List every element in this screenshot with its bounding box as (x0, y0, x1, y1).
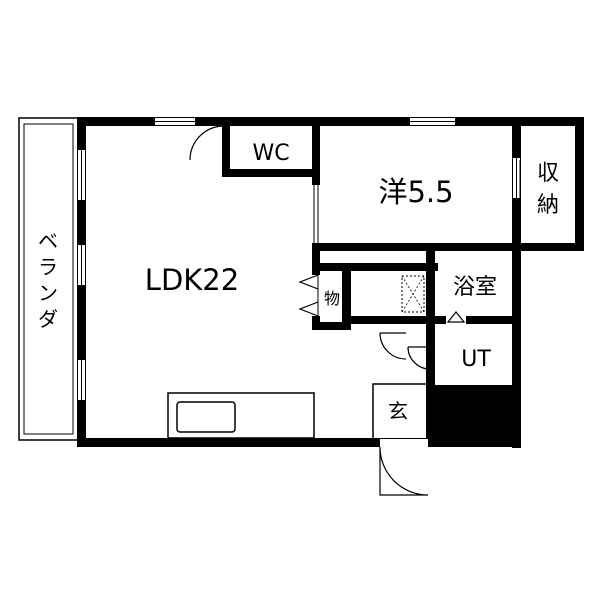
utility-label: UT (461, 347, 491, 372)
wc-door[interactable] (189, 125, 225, 161)
windows (78, 118, 520, 400)
entrance-walls (372, 383, 521, 447)
entrance-label: 玄 (388, 399, 408, 423)
storage-label-top: 収 (537, 161, 559, 186)
bath-label: 浴室 (453, 275, 497, 300)
closet-bifold-door[interactable] (298, 274, 319, 317)
ut-door[interactable] (407, 346, 432, 370)
closet-label: 物 (324, 289, 340, 308)
western-sliding-door[interactable] (313, 185, 319, 243)
veranda-char-3: ン (38, 281, 58, 305)
western-room-walls (312, 177, 521, 266)
veranda (18, 117, 79, 441)
veranda-char-1: ベ (38, 229, 58, 253)
veranda-label: ベ ラ ン ダ (38, 229, 58, 331)
ut-walls (426, 324, 521, 393)
bath-door-marker[interactable] (446, 311, 466, 323)
entrance-door[interactable] (379, 446, 429, 496)
western-room-label: 洋5.5 (378, 175, 453, 209)
veranda-char-2: ラ (38, 255, 58, 279)
washer-space (351, 275, 438, 324)
wc-walls (222, 117, 320, 177)
ldk-label: LDK22 (145, 263, 239, 297)
bath-walls (426, 243, 521, 448)
wc-label: WC (252, 141, 289, 166)
kitchen-counter (167, 392, 315, 439)
closet-walls (312, 263, 438, 330)
storage-label-bottom: 納 (537, 193, 559, 218)
corridor-door[interactable] (379, 332, 407, 360)
veranda-char-4: ダ (38, 307, 58, 331)
